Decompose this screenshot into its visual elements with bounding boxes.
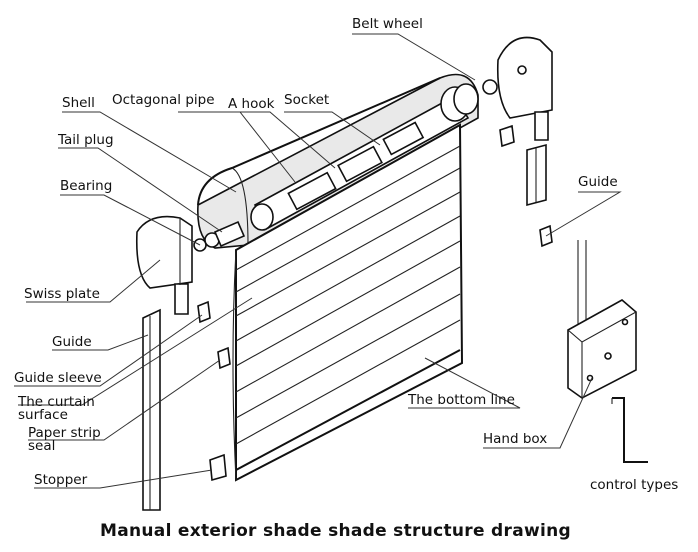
label-control-types: control types: [590, 477, 678, 493]
label-shell: Shell: [62, 95, 95, 111]
label-bearing: Bearing: [60, 178, 112, 194]
label-paper-strip-1: Paper strip: [28, 425, 101, 441]
diagram-labels: Belt wheel Shell Octagonal pipe A hook S…: [14, 16, 678, 493]
label-belt-wheel: Belt wheel: [352, 16, 423, 32]
label-a-hook: A hook: [228, 96, 275, 112]
label-paper-strip-2: seal: [28, 438, 55, 454]
label-guide-left: Guide: [52, 334, 92, 350]
label-curtain-surface-2: surface: [18, 407, 68, 423]
label-swiss-plate: Swiss plate: [24, 286, 100, 302]
label-stopper: Stopper: [34, 472, 88, 488]
label-curtain-surface-1: The curtain: [17, 394, 95, 410]
label-tail-plug: Tail plug: [57, 132, 114, 148]
label-socket: Socket: [284, 92, 329, 108]
right-guide-rail: [526, 143, 553, 248]
diagram-caption: Manual exterior shade shade structure dr…: [100, 521, 571, 541]
label-octagonal-pipe: Octagonal pipe: [112, 92, 215, 108]
label-hand-box: Hand box: [483, 431, 547, 447]
label-guide-sleeve: Guide sleeve: [14, 370, 102, 386]
hand-box: [567, 240, 648, 463]
octagonal-pipe: [250, 83, 479, 231]
label-guide-right: Guide: [578, 174, 618, 190]
left-end-bracket: [135, 215, 246, 315]
belt-wheel-bracket: [482, 36, 553, 148]
label-bottom-line: The bottom line: [407, 392, 515, 408]
leader-lines: [14, 33, 622, 489]
curtain-surface: [232, 123, 464, 482]
left-guide-rail: [142, 300, 231, 511]
